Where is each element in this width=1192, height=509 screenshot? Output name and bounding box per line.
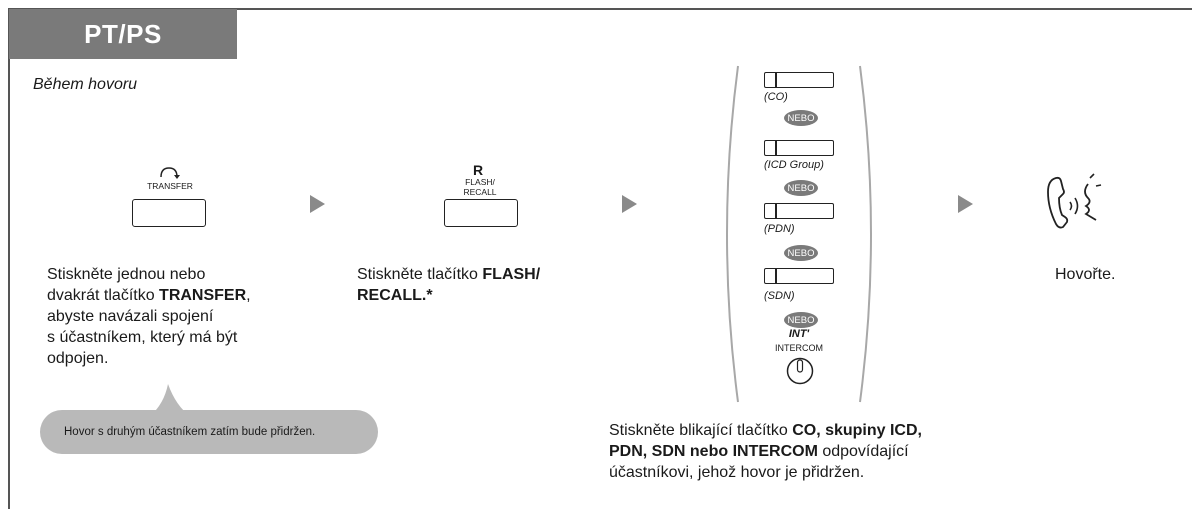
transfer-arrow-icon — [160, 167, 180, 179]
step-3-line: Stiskněte blikající tlačítko CO, skupiny… — [609, 422, 922, 439]
arrow-right-icon — [310, 195, 325, 213]
step-1-line: s účastníkem, který má být — [47, 329, 238, 346]
or-badge: NEBO — [784, 110, 818, 126]
r-symbol: R — [473, 162, 484, 178]
transfer-key-label: TRANSFER — [147, 181, 193, 191]
pdn-button[interactable] — [764, 203, 834, 219]
flash-key-label-1: FLASH/ — [465, 177, 495, 187]
sdn-label: (SDN) — [764, 290, 795, 302]
step-1-line: Stiskněte jednou nebo — [47, 266, 206, 283]
step-1-line: dvakrát tlačítko TRANSFER, — [47, 287, 251, 304]
step-1-line: odpojen. — [47, 350, 109, 367]
transfer-button[interactable] — [132, 199, 206, 227]
step-2-line: RECALL.* — [357, 287, 433, 304]
step-1-text: Stiskněte jednou nebo dvakrát tlačítko T… — [47, 264, 317, 369]
intercom-dial-button[interactable] — [786, 357, 814, 385]
step-2-text: Stiskněte tlačítko FLASH/ RECALL.* — [357, 264, 607, 306]
icd-group-label: (ICD Group) — [764, 159, 824, 171]
icd-group-button[interactable] — [764, 140, 834, 156]
intercom-label: INTERCOM — [775, 343, 823, 353]
step-2-line: Stiskněte tlačítko FLASH/ — [357, 266, 541, 283]
context-label: Během hovoru — [33, 76, 138, 93]
co-button[interactable] — [764, 72, 834, 88]
speech-bubble-tail — [150, 384, 190, 416]
int-label: INT' — [788, 328, 810, 340]
header-tab: PT/PS — [9, 9, 237, 59]
sdn-button[interactable] — [764, 268, 834, 284]
step-4-text: Hovořte. — [1055, 266, 1116, 283]
hold-note-bubble: Hovor s druhým účastníkem zatím bude při… — [40, 410, 378, 454]
step-1-line: abyste navázali spojení — [47, 308, 214, 325]
or-badge: NEBO — [784, 312, 818, 328]
flash-recall-button[interactable] — [444, 199, 518, 227]
or-badge: NEBO — [784, 180, 818, 196]
co-label: (CO) — [764, 91, 788, 103]
left-bracket — [726, 65, 739, 403]
talk-handset-icon — [1047, 173, 1102, 229]
flash-key-label-2: RECALL — [463, 187, 497, 197]
arrow-right-icon — [622, 195, 637, 213]
frame-top-border — [8, 8, 1192, 10]
frame-left-border — [8, 8, 10, 509]
step-3-line: PDN, SDN nebo INTERCOM odpovídající — [609, 443, 909, 460]
right-bracket — [859, 65, 872, 403]
step-3-line: účastníkovi, jehož hovor je přidržen. — [609, 464, 865, 481]
pdn-label: (PDN) — [764, 223, 795, 235]
or-badge: NEBO — [784, 245, 818, 261]
arrow-right-icon — [958, 195, 973, 213]
step-3-text: Stiskněte blikající tlačítko CO, skupiny… — [609, 420, 1029, 483]
